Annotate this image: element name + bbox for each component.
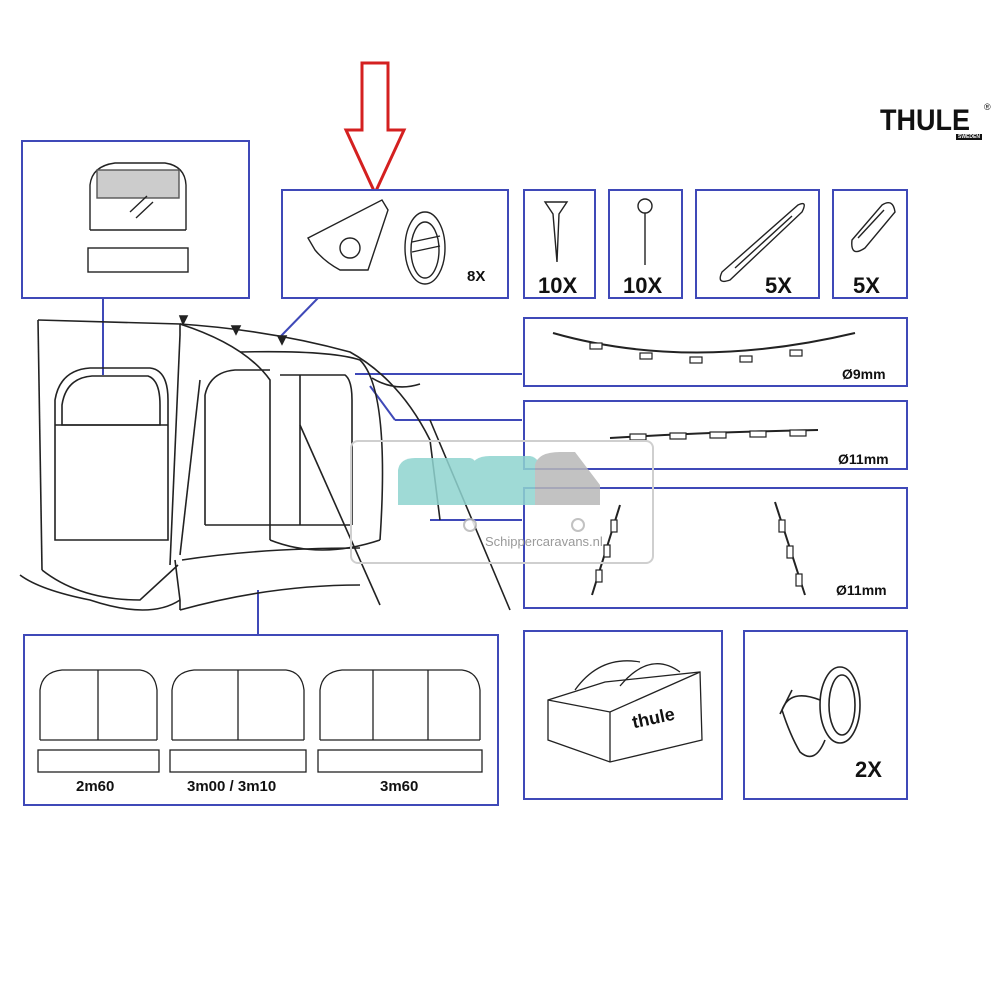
carry-bag-box bbox=[523, 630, 723, 800]
pole-11mm-vertical-box bbox=[523, 487, 908, 609]
strap-box bbox=[695, 189, 820, 299]
pole-11mm-size-label: Ø11mm bbox=[838, 451, 889, 467]
pole-11mm-vertical-size-label: Ø11mm bbox=[836, 582, 887, 598]
watermark-frame bbox=[350, 440, 654, 564]
panel-size-2m60: 2m60 bbox=[76, 778, 115, 795]
door-panel-box bbox=[21, 140, 250, 299]
hook-peg-quantity-label: 10X bbox=[623, 273, 663, 298]
clip-quantity-label: 5X bbox=[853, 273, 880, 298]
logo-registered: ® bbox=[984, 102, 991, 112]
thule-logo: THULE SWEDEN ® bbox=[880, 102, 991, 140]
red-arrow-icon bbox=[343, 61, 407, 197]
watermark-text: Schippercaravans.nl bbox=[485, 534, 603, 549]
rope-quantity-label: 2X bbox=[855, 757, 882, 782]
pole-9mm-size-label: Ø9mm bbox=[842, 366, 886, 382]
connector-lines bbox=[102, 297, 522, 634]
strap-quantity-label: 5X bbox=[765, 273, 792, 298]
panel-size-3m00-3m10: 3m00 / 3m10 bbox=[187, 778, 277, 795]
guy-rope-box bbox=[743, 630, 908, 800]
logo-sub: SWEDEN bbox=[956, 134, 982, 140]
door-quantity-label: 8X bbox=[467, 268, 486, 285]
peg-quantity-label: 10X bbox=[538, 273, 578, 298]
awning-tent-drawing bbox=[19, 315, 511, 611]
logo-text: THULE bbox=[880, 104, 970, 137]
panel-size-3m60: 3m60 bbox=[380, 778, 419, 795]
